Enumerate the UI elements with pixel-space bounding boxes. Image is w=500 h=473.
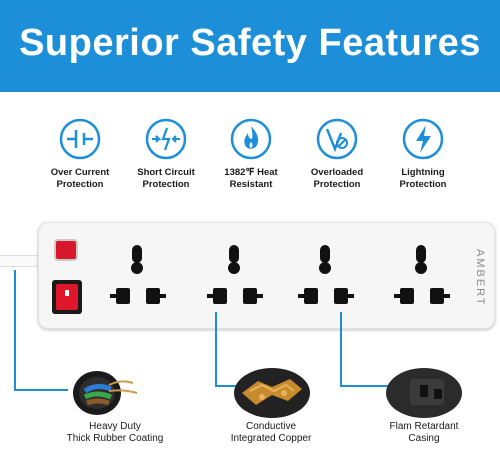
short-circuit-icon <box>145 118 187 160</box>
rubber-cable-photo <box>73 371 138 415</box>
lightning-icon <box>402 118 444 160</box>
callout-line-left-horizontal <box>14 389 68 391</box>
power-switch <box>52 280 82 314</box>
overload-icon <box>316 118 358 160</box>
feature-label: 1382℉ Heat Resistant <box>224 167 278 190</box>
callout-line-left-vertical <box>14 270 16 390</box>
power-cord <box>0 255 40 267</box>
overload-reset-button <box>56 241 76 259</box>
brand-label: AMBERT <box>474 249 486 307</box>
feature-lightning: Lightning Protection <box>378 117 468 191</box>
switch-rocker <box>56 284 78 310</box>
feature-label: Over Current Protection <box>50 167 110 190</box>
feature-overload: Overloaded Protection <box>292 117 382 191</box>
callout-line-mid-horizontal <box>215 385 237 387</box>
socket-2 <box>207 245 263 304</box>
detail-label-rubber: Heavy Duty Thick Rubber Coating <box>66 421 164 444</box>
feature-label: Short Circuit Protection <box>137 167 195 190</box>
over-current-icon <box>59 118 101 160</box>
banner-title: Superior Safety Features <box>19 22 481 64</box>
feature-over-current: Over Current Protection <box>35 117 125 191</box>
feature-label: Lightning Protection <box>399 167 447 190</box>
socket-4 <box>394 245 450 304</box>
feature-heat-resistant: 1382℉ Heat Resistant <box>206 117 296 191</box>
detail-label-copper: Conductive Integrated Copper <box>230 421 312 444</box>
detail-label-casing: Flam Retardant Casing <box>389 421 459 444</box>
title-banner: Superior Safety Features <box>0 0 500 92</box>
socket-1 <box>110 245 166 304</box>
callout-line-right-vertical <box>340 312 342 386</box>
socket-3 <box>298 245 354 304</box>
casing-photo <box>386 368 462 418</box>
flame-icon <box>230 118 272 160</box>
copper-photo <box>234 368 310 418</box>
power-strip <box>38 222 495 329</box>
feature-short-circuit: Short Circuit Protection <box>121 117 211 191</box>
feature-label: Overloaded Protection <box>310 167 364 190</box>
callout-line-mid-vertical <box>215 312 217 386</box>
switch-indicator <box>65 290 69 296</box>
callout-line-right-horizontal <box>340 385 388 387</box>
